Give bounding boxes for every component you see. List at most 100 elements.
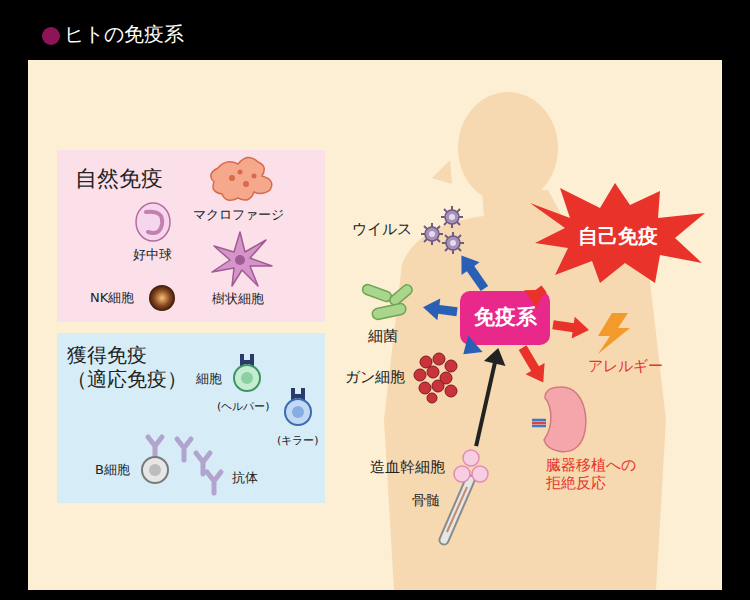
virus-icon <box>442 232 464 254</box>
beige-panel <box>28 60 722 590</box>
macrophage-icon <box>238 170 243 175</box>
kidney-icon <box>532 420 546 426</box>
neutrophil-icon <box>136 203 170 241</box>
node-text: ガン細胞 <box>345 368 405 386</box>
killer-t-cell-icon <box>285 399 311 425</box>
virus-icon <box>421 206 464 254</box>
cancer-cell-icon <box>414 353 457 403</box>
lightning-icon <box>598 313 630 354</box>
b-cell-icon <box>142 457 168 483</box>
label-wrap: (ヘルパー) <box>217 400 270 413</box>
label-wrap: 好中球 <box>133 247 172 263</box>
label-wrap: (キラー) <box>277 434 319 447</box>
body-silhouette <box>384 92 666 590</box>
kidney-icon <box>532 387 586 452</box>
cancer-cell-icon <box>427 393 437 403</box>
arrow-shaft <box>523 348 538 373</box>
cell-label: (キラー) <box>277 434 319 447</box>
stem-cell-icon <box>463 450 479 466</box>
cancer-cell-icon <box>433 353 445 365</box>
cancer-cell-icon <box>445 360 457 372</box>
arrow-connector <box>476 348 505 446</box>
lightning-icon <box>598 313 630 354</box>
cancer-cell-icon <box>432 380 444 392</box>
b-cell-icon <box>149 464 161 476</box>
label-wrap: 抗体 <box>232 470 258 486</box>
kidney-icon <box>544 387 586 452</box>
node-text: 細菌 <box>368 327 398 345</box>
node-text: アレルギー <box>588 357 663 375</box>
burst-shape <box>530 183 705 283</box>
cell-label: 細胞 <box>196 371 222 387</box>
bacteria-icon <box>361 283 393 303</box>
bacteria-icon <box>371 303 407 321</box>
label-wrap: 細胞 <box>196 371 222 387</box>
dendritic-cell-icon <box>235 255 245 265</box>
acquired-immunity-panel: 獲得免疫 （適応免疫） <box>57 333 325 503</box>
node-text: 自己免疫 <box>578 224 658 248</box>
cancer-cell-icon <box>427 366 439 378</box>
killer-t-cell-icon <box>292 406 304 418</box>
neutrophil-icon <box>146 212 162 233</box>
label-wrap: マクロファージ <box>193 207 284 223</box>
arrow-shaft <box>476 360 496 446</box>
bone <box>447 487 467 532</box>
bone <box>444 480 470 540</box>
node-text: 獲得免疫 （適応免疫） <box>67 343 217 391</box>
cell-label: 好中球 <box>133 247 172 263</box>
stem-cell-icon <box>454 466 470 482</box>
node-text: 造血幹細胞 <box>370 458 445 476</box>
macrophage-icon <box>252 174 257 179</box>
label-wrap: NK細胞 <box>90 290 134 306</box>
nk-cell-icon <box>149 285 175 311</box>
bone <box>444 480 470 540</box>
macrophage-icon <box>229 175 235 181</box>
bacteria-icon <box>361 283 414 321</box>
arrow-head <box>526 363 545 382</box>
cell-label: マクロファージ <box>193 207 284 223</box>
virus-icon <box>421 223 443 245</box>
stem-cell-icon <box>454 450 488 482</box>
bone <box>444 480 470 540</box>
arrow-connector <box>553 317 589 339</box>
cell-label: NK細胞 <box>90 290 134 306</box>
cell-label: 骨髄 <box>412 492 440 509</box>
cell-label: (ヘルパー) <box>217 400 270 413</box>
cell-label: 樹状細胞 <box>212 291 264 307</box>
cell-label: 抗体 <box>232 470 258 486</box>
helper-t-cell-icon <box>241 372 253 384</box>
stem-cell-icon <box>472 466 488 482</box>
autoimmunity-burst: 自己免疫 <box>530 183 705 288</box>
node-text: 臓器移植への 拒絶反応 <box>546 456 646 492</box>
node-text: 免疫系 <box>474 305 537 330</box>
node-text: 自然免疫 <box>75 166 343 192</box>
arrow-connector <box>523 348 545 383</box>
label-wrap: B細胞 <box>95 462 130 478</box>
kidney-icon <box>532 422 546 425</box>
virus-icon <box>441 206 463 228</box>
title-dot <box>42 27 60 45</box>
body-silhouette <box>458 92 558 204</box>
cell-label: B細胞 <box>95 462 130 478</box>
cancer-cell-icon <box>445 385 457 397</box>
arrow-shaft <box>468 265 484 288</box>
beige-panel <box>28 60 722 590</box>
arrow-head <box>484 348 505 366</box>
cancer-cell-icon <box>414 369 426 381</box>
helper-t-cell-icon <box>234 365 260 391</box>
label-wrap: 骨髄 <box>412 492 440 509</box>
cancer-cell-icon <box>419 382 431 394</box>
arrow-connector <box>461 255 484 288</box>
macrophage-icon <box>243 181 249 187</box>
arrow-connector <box>423 298 457 320</box>
title-wrap: ヒトの免疫系 <box>64 22 184 46</box>
neutrophil-icon <box>136 203 170 241</box>
label-wrap: 樹状細胞 <box>212 291 264 307</box>
node-text: ウイルス <box>352 220 412 238</box>
arrow-head <box>572 317 589 339</box>
arrow-head <box>423 298 440 320</box>
title: ヒトの免疫系 <box>64 22 184 46</box>
body-silhouette <box>432 160 452 184</box>
arrow-head <box>461 255 479 274</box>
